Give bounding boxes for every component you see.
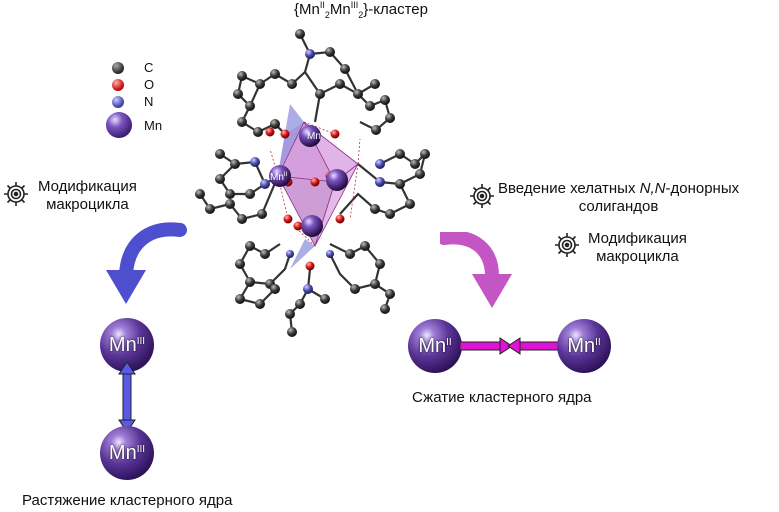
legend-item-c: C (112, 60, 153, 75)
cluster-title: {MnII2MnIII2}-кластер (294, 0, 428, 20)
compress-curved-arrow-icon (440, 232, 512, 308)
legend-item-mn: Mn (106, 112, 162, 138)
right-coligand-note: Введение хелатных N,N-донорных солигандо… (498, 180, 740, 215)
gear-icon (470, 184, 494, 208)
mn-left-label: MnII (270, 172, 288, 183)
left-modification-note: Модификация макроцикла (38, 178, 137, 213)
legend-item-n: N (112, 94, 153, 109)
legend-item-o: O (112, 77, 154, 92)
compress-double-arrow-icon (460, 337, 560, 355)
gear-icon (555, 233, 579, 257)
stretch-curved-arrow-icon (106, 222, 187, 304)
cluster-molecule-structure: MnIII MnII (195, 29, 430, 337)
mn-top-label: MnIII (307, 131, 326, 142)
nitrogen-atom-icon (112, 95, 124, 108)
stretch-double-arrow-icon (118, 362, 136, 432)
oxygen-atom-icon (112, 78, 124, 91)
right-modification-note: Модификация макроцикла (588, 230, 687, 265)
carbon-atoms (195, 29, 430, 337)
manganese-atom-icon (106, 112, 132, 138)
compress-caption: Сжатие кластерного ядра (412, 389, 592, 406)
mn-o-bonds (269, 121, 361, 247)
gear-icon (4, 182, 28, 206)
carbon-atom-icon (112, 61, 124, 74)
manganese-atoms (269, 125, 348, 237)
stretch-caption: Растяжение кластерного ядра (22, 492, 233, 509)
nitrogen-atoms (250, 49, 385, 294)
